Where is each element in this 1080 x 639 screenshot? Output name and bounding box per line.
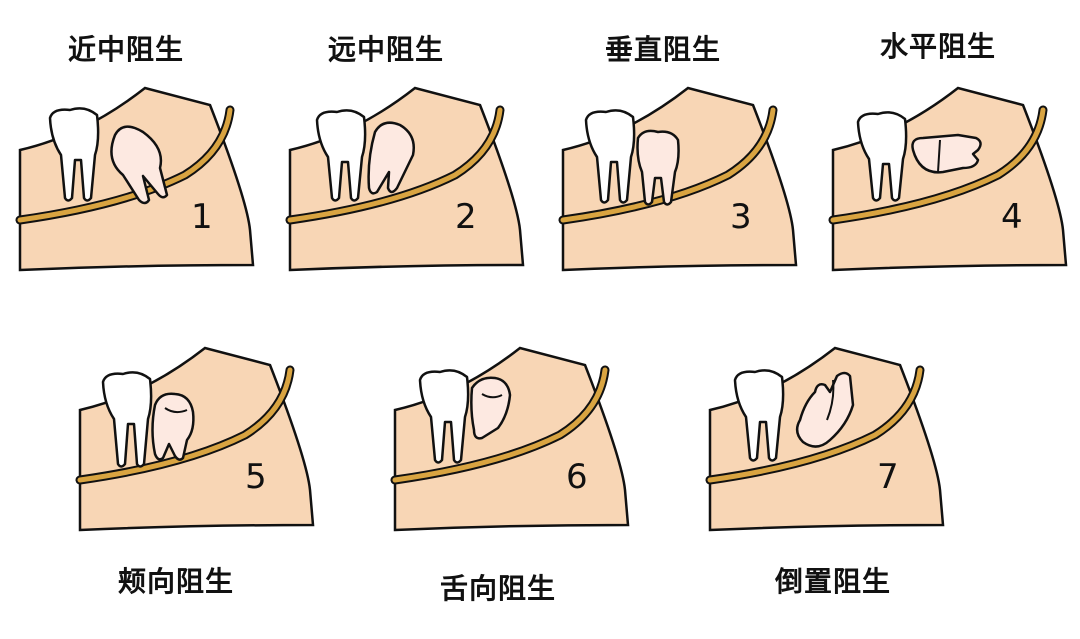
panel-number-6: 6 xyxy=(566,457,588,497)
panel-number-2: 2 xyxy=(455,197,477,237)
diagram-panel-6: 6 xyxy=(390,340,640,540)
panel-number-5: 5 xyxy=(245,457,267,497)
diagram-panel-3: 3 xyxy=(558,80,808,280)
panel-number-7: 7 xyxy=(877,457,899,497)
label-vertical: 垂直阻生 xyxy=(605,33,722,66)
label-lingual: 舌向阻生 xyxy=(440,572,557,605)
panel-number-4: 4 xyxy=(1001,197,1023,237)
panel-number-1: 1 xyxy=(191,197,213,237)
panel-number-3: 3 xyxy=(730,197,752,237)
label-mesioangular: 近中阻生 xyxy=(68,33,185,66)
diagram-panel-7: 7 xyxy=(705,340,955,540)
label-buccal: 颊向阻生 xyxy=(118,565,235,598)
diagram-panel-2: 2 xyxy=(285,80,535,280)
diagram-panel-5: 5 xyxy=(75,340,325,540)
label-inverted: 倒置阻生 xyxy=(775,565,892,598)
diagram-panel-4: 4 xyxy=(828,80,1078,280)
label-distoangular: 远中阻生 xyxy=(328,33,445,66)
diagram-panel-1: 1 xyxy=(15,80,265,280)
label-horizontal: 水平阻生 xyxy=(880,30,997,63)
